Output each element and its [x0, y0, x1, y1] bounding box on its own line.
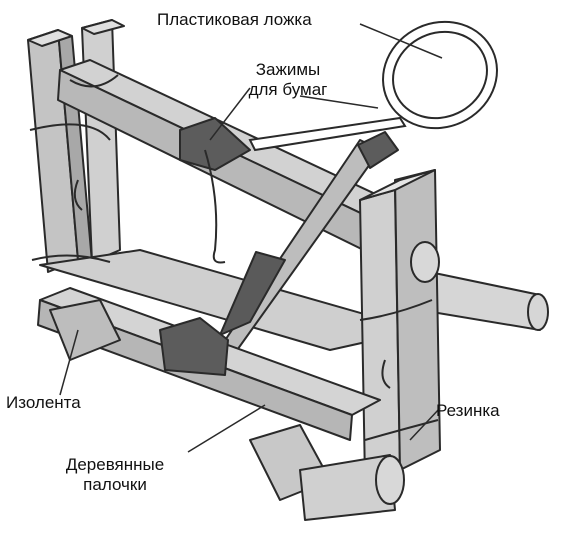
label-paper-clips-line2: для бумаг — [248, 80, 328, 99]
tape-wrap — [69, 74, 119, 88]
label-wooden-sticks: Деревянные палочки — [50, 455, 180, 495]
label-wooden-sticks-line1: Деревянные — [65, 455, 165, 474]
rubber-band-back — [29, 123, 111, 141]
binder-clip-spoon — [357, 131, 399, 169]
label-rubber-band: Резинка — [436, 401, 500, 420]
leader-spoon — [359, 23, 443, 59]
label-paper-clips: Зажимы для бумаг — [238, 60, 338, 100]
binder-clip-top — [179, 117, 251, 171]
clip-wire — [204, 149, 226, 264]
label-paper-clips-line1: Зажимы — [255, 60, 321, 79]
leader-sticks — [187, 404, 266, 453]
leader-rubber — [409, 407, 441, 441]
label-plastic-spoon: Пластиковая ложка — [157, 10, 312, 29]
rubber-band-front — [359, 299, 433, 321]
front-left-foot — [49, 299, 121, 361]
plastic-spoon — [248, 20, 498, 152]
leader-tape — [59, 329, 79, 396]
lever-tape — [219, 251, 286, 336]
label-tape: Изолента — [6, 393, 81, 412]
leader-clips-2 — [299, 95, 379, 109]
binder-clip-front — [159, 317, 229, 376]
label-wooden-sticks-line2: палочки — [83, 475, 147, 494]
leader-clips-1 — [209, 87, 251, 141]
